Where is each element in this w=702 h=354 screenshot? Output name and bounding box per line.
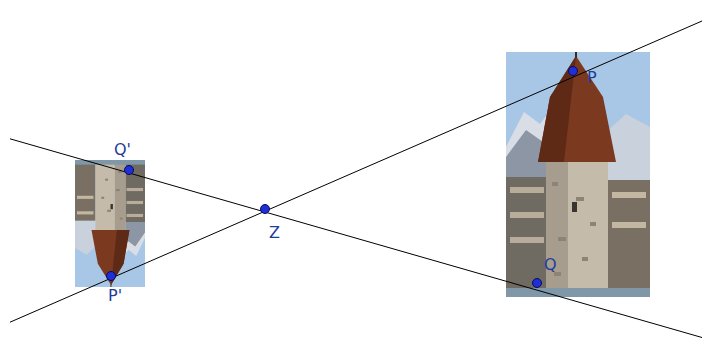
point-label: P	[587, 69, 597, 87]
point-label: Q'	[114, 141, 131, 159]
point-label: P'	[108, 287, 122, 305]
point-label: Z	[269, 224, 280, 242]
point-label: Q	[544, 256, 557, 274]
